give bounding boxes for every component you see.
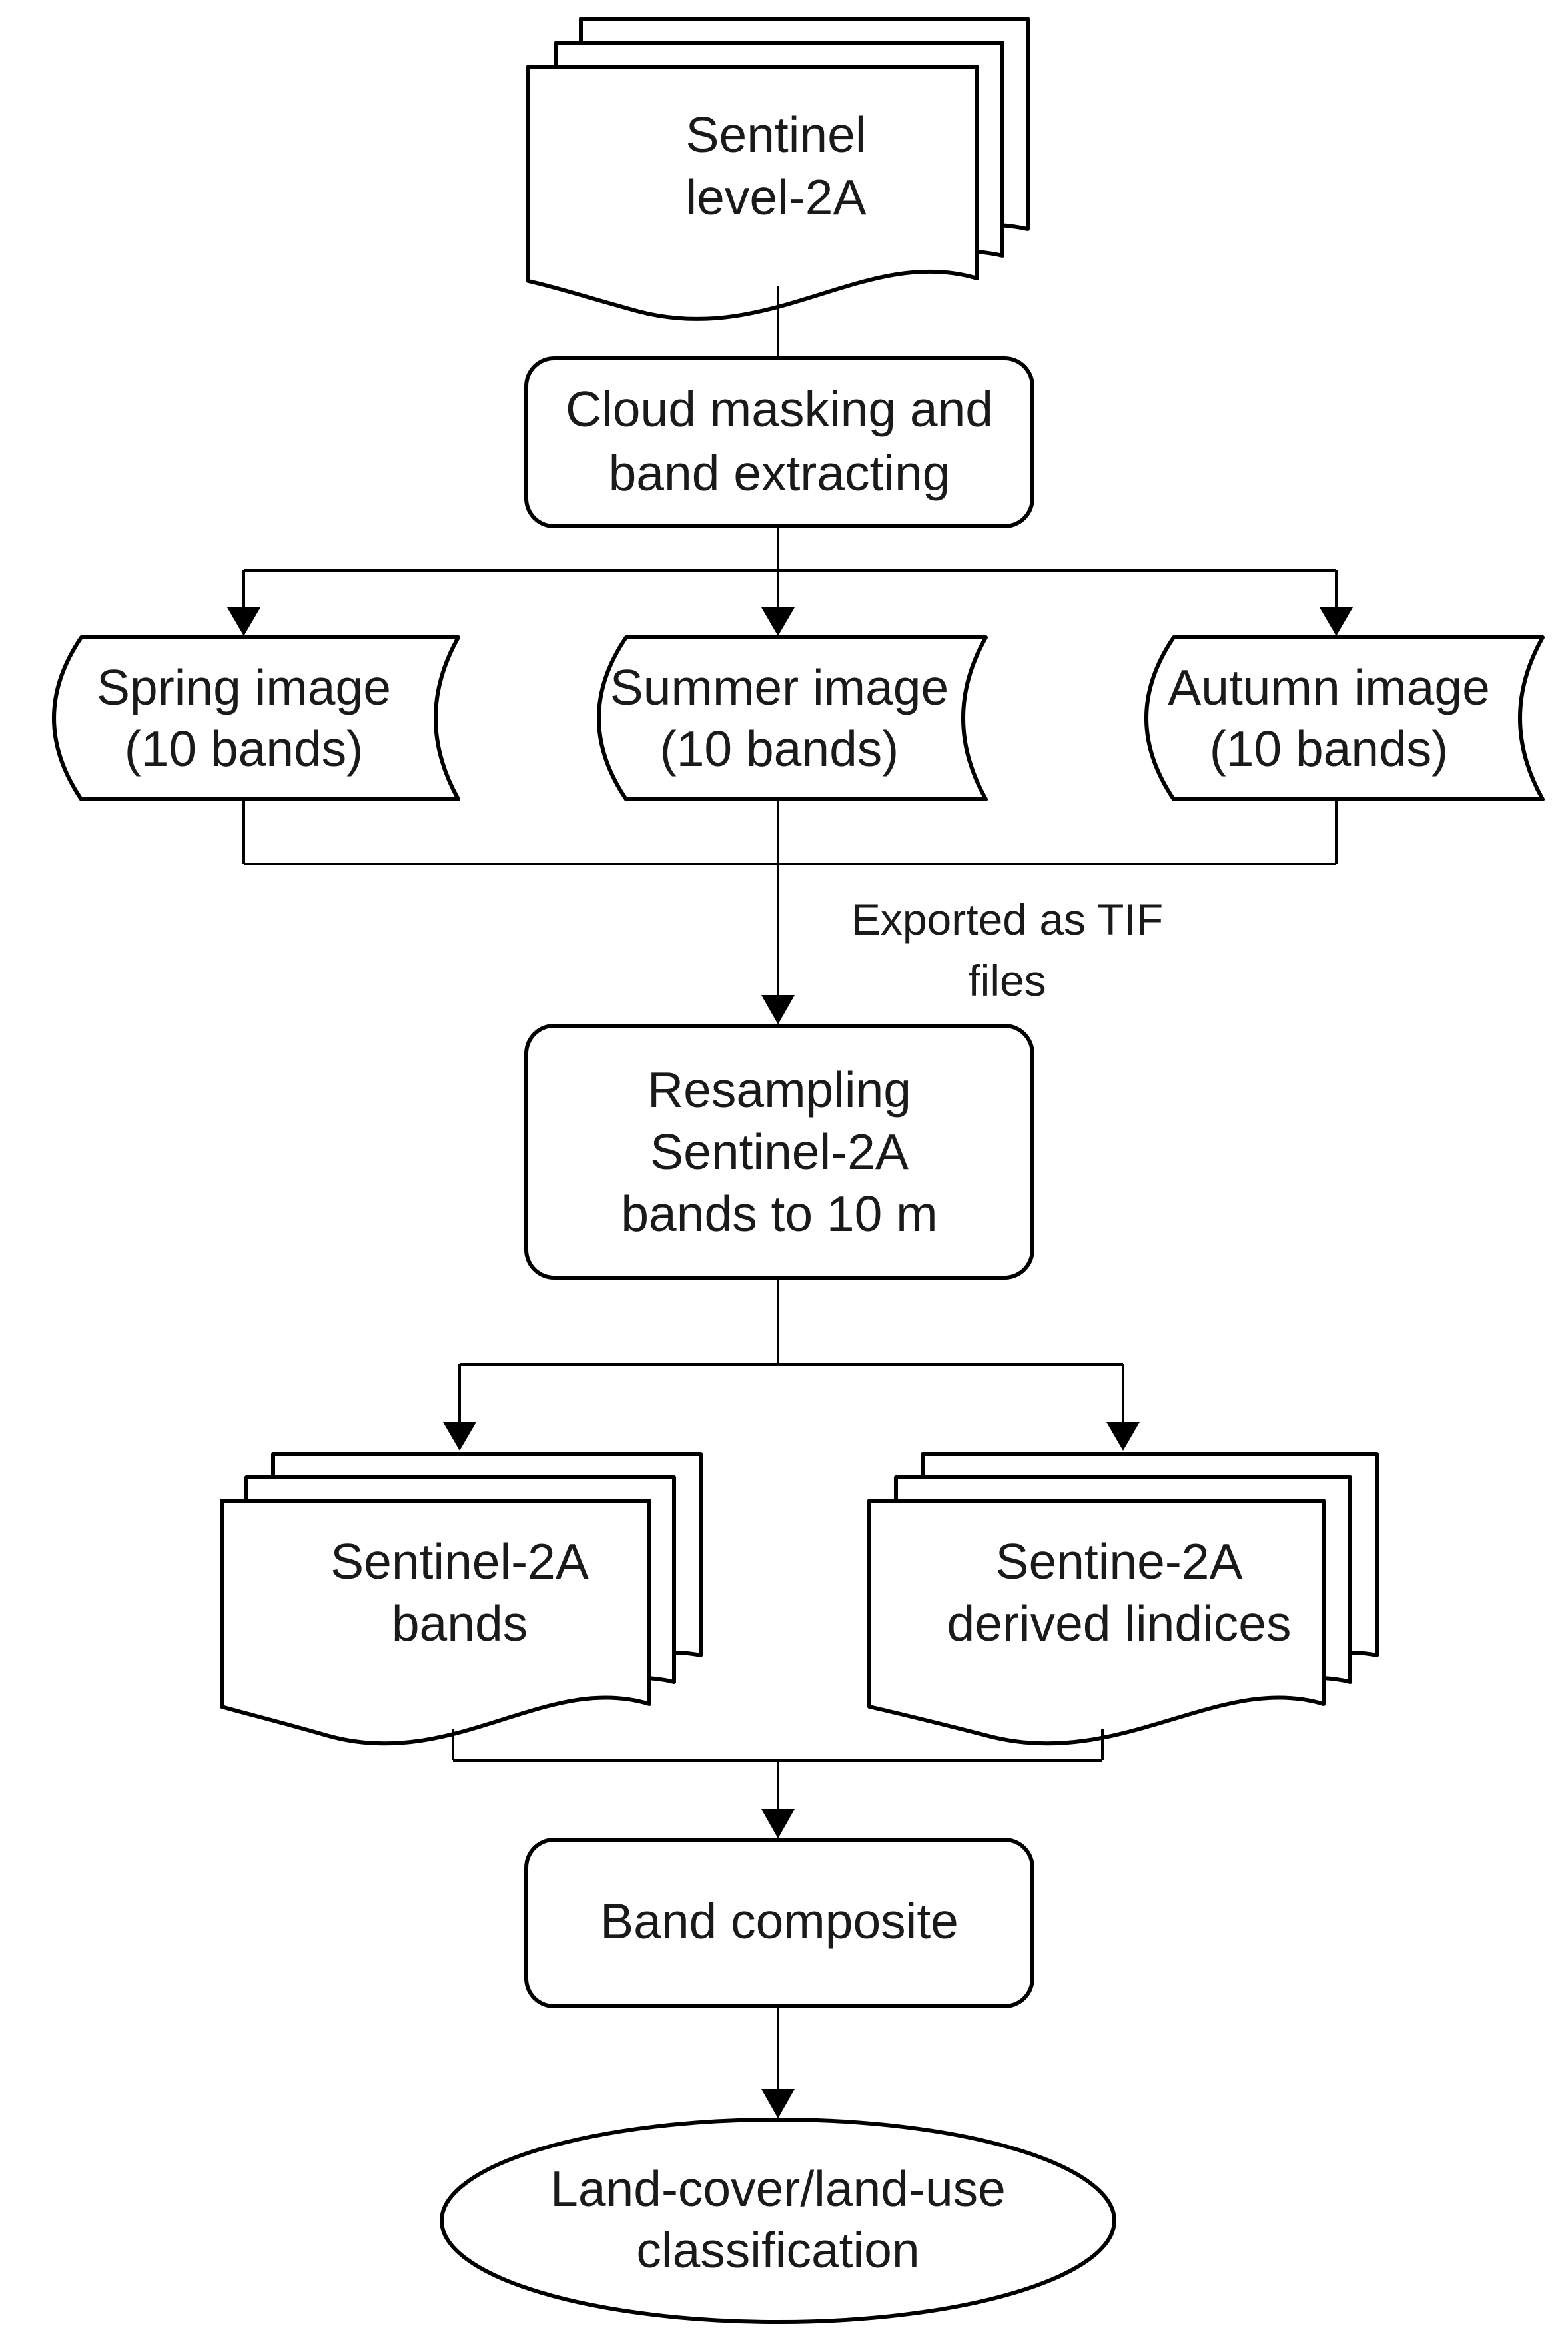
classification-node: Land-cover/land-use classification [440,2118,1116,2324]
autumn-image-line-2: (10 bands) [1210,721,1449,777]
resampling-line-3: bands to 10 m [621,1186,937,1242]
band-composite-node: Band composite [524,1838,1034,2008]
sentine-2a-indices-node: Sentine-2A derived lindices [867,1452,1379,1746]
sentinel-2a-bands-line-2: bands [392,1595,528,1651]
cloud-masking-node: Cloud masking and band extracting [524,356,1034,528]
resampling-line-2: Sentinel-2A [650,1124,909,1180]
classification-line-1: Land-cover/land-use [550,2161,1006,2217]
resampling-line-1: Resampling [647,1062,911,1118]
arrowhead-composite [761,1809,795,1838]
sentine-2a-indices-line-2: derived lindices [947,1595,1292,1651]
sentinel-level-2a-line-2: level-2A [686,169,867,225]
arrowhead-bands [443,1422,476,1451]
cloud-masking-line-2: band extracting [609,445,951,501]
arrowhead-summer [761,607,795,636]
resampling-node: Resampling Sentinel-2A bands to 10 m [524,1024,1034,1280]
autumn-image-node: Autumn image (10 bands) [1144,635,1545,801]
connector-composite-to-classification [761,2006,795,2118]
summer-image-line-1: Summer image [610,659,949,715]
spring-image-line-1: Spring image [97,659,391,715]
band-composite-label: Band composite [600,1893,959,1949]
sentine-2a-indices-line-1: Sentine-2A [995,1533,1242,1589]
export-edge-label: Exported as TIF files [851,895,1163,1005]
arrowhead-resampling [761,995,795,1024]
summer-image-line-2: (10 bands) [660,721,899,777]
connector-cloud-to-seasons [227,526,1353,636]
classification-line-2: classification [636,2222,919,2278]
autumn-image-line-1: Autumn image [1168,659,1490,715]
sentinel-level-2a-line-1: Sentinel [685,107,866,163]
connector-seasons-to-resampling [242,799,1338,1024]
arrowhead-classification [761,2089,795,2118]
cloud-masking-line-1: Cloud masking and [566,381,993,437]
arrowhead-spring [227,607,260,636]
sentinel-2a-bands-node: Sentinel-2A bands [220,1452,703,1746]
export-label-line-1: Exported as TIF [851,895,1163,944]
connector-outputs-to-composite [452,1729,1104,1838]
arrowhead-autumn [1320,607,1353,636]
connector-resampling-to-outputs [443,1278,1140,1451]
sentinel-level-2a-node: Sentinel level-2A [526,17,1030,321]
sentinel-2a-bands-line-1: Sentinel-2A [330,1533,589,1589]
summer-image-node: Summer image (10 bands) [597,635,988,801]
spring-image-line-2: (10 bands) [125,721,364,777]
spring-image-node: Spring image (10 bands) [52,635,460,801]
arrowhead-indices [1106,1422,1140,1451]
export-label-line-2: files [968,956,1046,1005]
